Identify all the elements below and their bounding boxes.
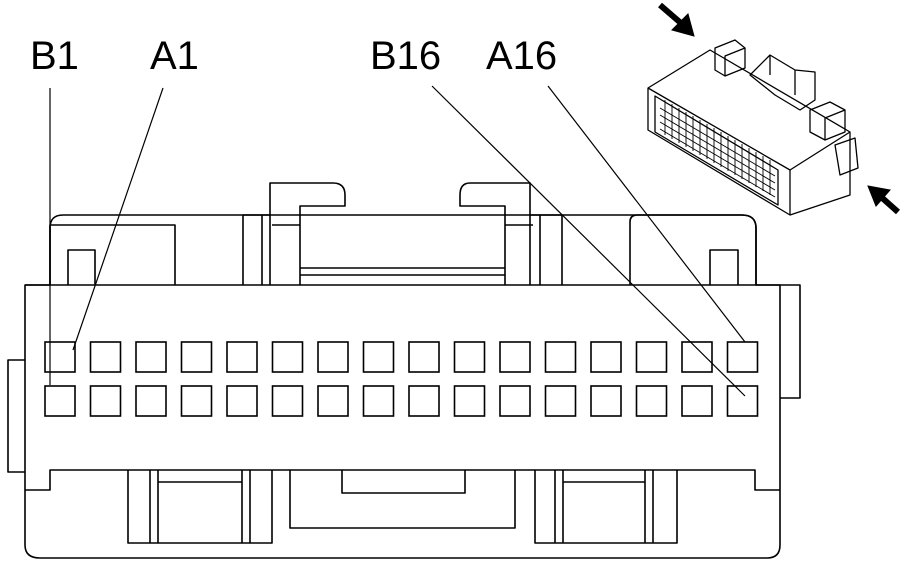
bottom-left-notch <box>25 469 130 491</box>
bottom-left-lock-channel <box>127 470 273 544</box>
pin-cavity-a3 <box>135 341 167 373</box>
pin-cavity-b13 <box>590 385 622 417</box>
pin-cavity-a9 <box>408 341 440 373</box>
pin-cavity-b11 <box>499 385 531 417</box>
pin-cavity-a10 <box>453 341 486 373</box>
pin-cavity-b16 <box>726 385 759 417</box>
leader-line-b16 <box>431 85 746 397</box>
pin-label-b16: B16 <box>370 34 442 78</box>
pin-cavity-b1 <box>44 385 76 417</box>
pin-cavity-a15 <box>681 341 713 373</box>
pin-cavity-b8 <box>362 385 395 417</box>
thumbnail-right-post <box>809 101 846 141</box>
pin-label-a16: A16 <box>486 34 558 78</box>
pin-cavity-b4 <box>180 385 213 417</box>
pin-cavity-a16 <box>726 341 759 373</box>
pin-cavity-b9 <box>408 385 440 417</box>
pin-label-a1: A1 <box>150 34 199 78</box>
bottom-right-notch <box>675 469 780 491</box>
pin-cavity-b15 <box>681 385 713 417</box>
pin-cavity-b10 <box>453 385 486 417</box>
leader-line-a16 <box>547 85 746 343</box>
pin-cavity-b12 <box>544 385 577 417</box>
pin-cavity-a13 <box>590 341 622 373</box>
arrow-bottom-right-icon <box>867 185 900 215</box>
pin-cavity-a12 <box>544 341 577 373</box>
lock-bar <box>300 267 505 276</box>
pin-cavity-b7 <box>317 385 349 417</box>
pin-cavity-b2 <box>89 385 122 417</box>
right-side-tab <box>780 284 801 399</box>
pin-cavity-a8 <box>362 341 395 373</box>
bottom-right-lock-channel <box>534 470 678 544</box>
pin-cavity-a5 <box>226 341 258 373</box>
right-latch-ridge <box>629 214 757 285</box>
pin-cavity-a2 <box>89 341 122 373</box>
thumbnail-latch <box>749 54 816 111</box>
pin-cavity-b5 <box>226 385 258 417</box>
thumbnail-right-tab <box>834 137 859 176</box>
pin-cavity-a14 <box>635 341 668 373</box>
pin-grid <box>44 341 759 417</box>
pin-cavity-a4 <box>180 341 213 373</box>
bottom-center-channel <box>289 470 516 529</box>
left-lock-post <box>242 182 346 285</box>
right-lock-post <box>459 182 563 285</box>
thumbnail-left-post <box>714 39 746 77</box>
left-side-tab <box>7 359 25 473</box>
pin-cavity-a7 <box>317 341 349 373</box>
thumbnail-pin-rows <box>659 100 776 198</box>
pin-label-b1: B1 <box>30 34 79 78</box>
arrow-top-left-icon <box>658 2 695 37</box>
connector-thumbnail <box>647 39 859 216</box>
pin-cavity-b6 <box>271 385 304 417</box>
pin-cavity-b14 <box>635 385 668 417</box>
pin-cavity-b3 <box>135 385 167 417</box>
pin-cavity-a6 <box>271 341 304 373</box>
pin-cavity-a11 <box>499 341 531 373</box>
leader-line-a1 <box>72 87 164 351</box>
